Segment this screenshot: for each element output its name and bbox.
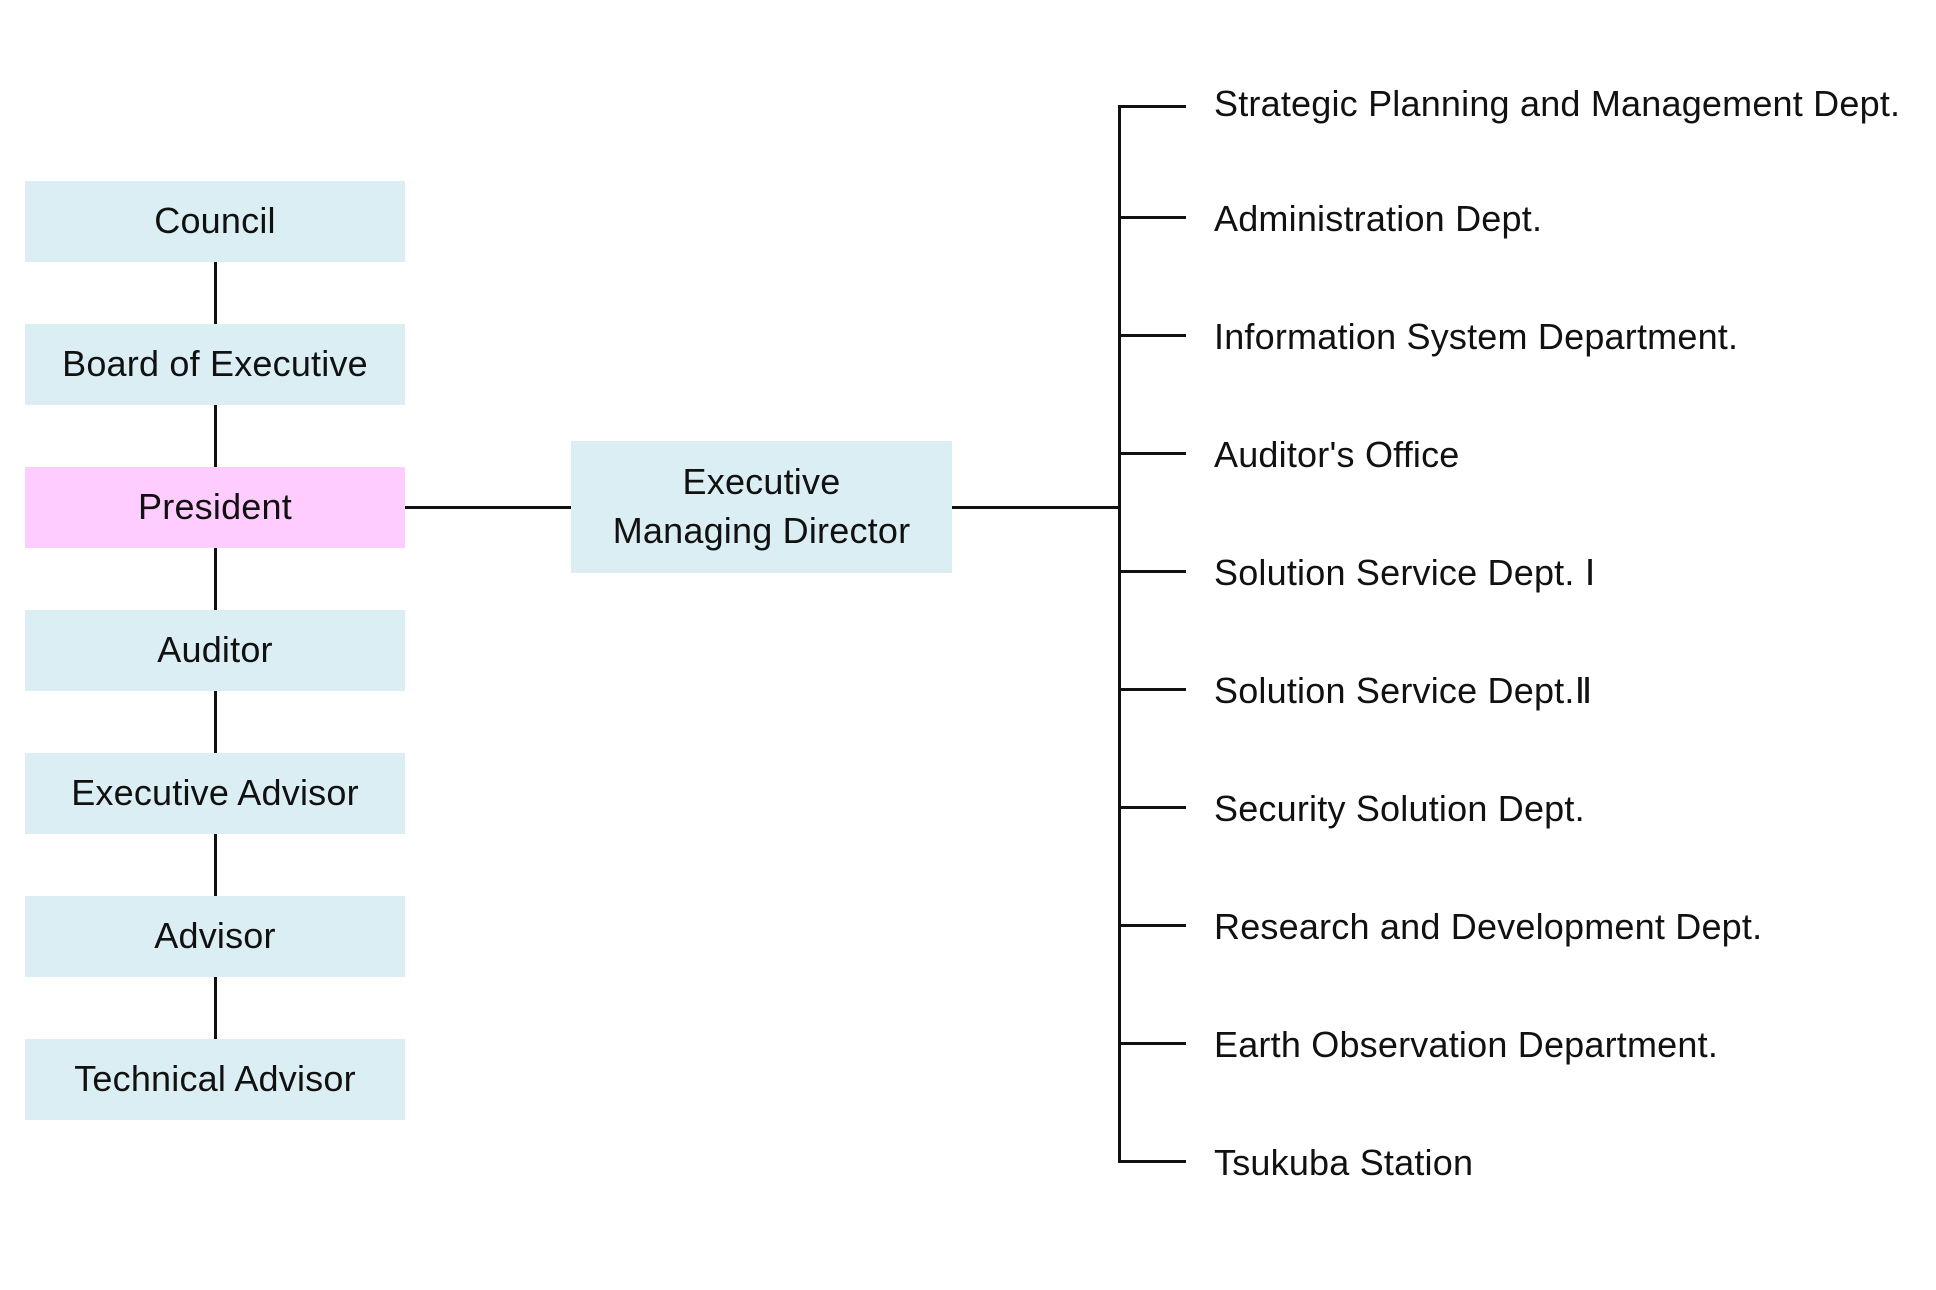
auditor-label: Auditor bbox=[157, 629, 273, 671]
department-strategic-planning: Strategic Planning and Management Dept. bbox=[1214, 83, 1901, 124]
technical-advisor-label: Technical Advisor bbox=[74, 1058, 356, 1100]
department-solution-service-2: Solution Service Dept.Ⅱ bbox=[1214, 670, 1593, 711]
branch-research-development bbox=[1118, 924, 1186, 927]
connector-board-president bbox=[214, 405, 217, 467]
branch-auditors-office bbox=[1118, 452, 1186, 455]
branch-strategic-planning bbox=[1118, 105, 1186, 108]
auditor-box: Auditor bbox=[25, 610, 405, 691]
department-tsukuba-station: Tsukuba Station bbox=[1214, 1142, 1474, 1183]
connector-auditor-executive-advisor bbox=[214, 691, 217, 753]
branch-tsukuba-station bbox=[1118, 1160, 1186, 1163]
technical-advisor-box: Technical Advisor bbox=[25, 1039, 405, 1120]
branch-earth-observation bbox=[1118, 1042, 1186, 1045]
board-of-executive-box: Board of Executive bbox=[25, 324, 405, 405]
president-label: President bbox=[138, 486, 292, 528]
branch-security-solution bbox=[1118, 806, 1186, 809]
executive-managing-director-label: Executive Managing Director bbox=[612, 461, 911, 551]
department-auditors-office: Auditor's Office bbox=[1214, 434, 1460, 475]
advisor-box: Advisor bbox=[25, 896, 405, 977]
connector-advisor-technical-advisor bbox=[214, 977, 217, 1039]
branch-information-system bbox=[1118, 334, 1186, 337]
department-information-system: Information System Department. bbox=[1214, 316, 1739, 357]
executive-advisor-label: Executive Advisor bbox=[71, 772, 359, 814]
board-of-executive-label: Board of Executive bbox=[62, 343, 368, 385]
department-research-development: Research and Development Dept. bbox=[1214, 906, 1763, 947]
branch-solution-service-1 bbox=[1118, 570, 1186, 573]
connector-executive-advisor-advisor bbox=[214, 834, 217, 896]
connector-council-board bbox=[214, 262, 217, 324]
department-administration: Administration Dept. bbox=[1214, 198, 1543, 239]
executive-advisor-box: Executive Advisor bbox=[25, 753, 405, 834]
department-solution-service-1: Solution Service Dept. Ⅰ bbox=[1214, 552, 1596, 593]
connector-president-emd bbox=[405, 506, 571, 509]
council-box: Council bbox=[25, 181, 405, 262]
department-trunk-line bbox=[1118, 105, 1121, 1161]
branch-solution-service-2 bbox=[1118, 688, 1186, 691]
branch-administration bbox=[1118, 216, 1186, 219]
department-security-solution: Security Solution Dept. bbox=[1214, 788, 1585, 829]
department-earth-observation: Earth Observation Department. bbox=[1214, 1024, 1719, 1065]
connector-emd-departments bbox=[952, 506, 1120, 509]
council-label: Council bbox=[154, 200, 276, 242]
connector-president-auditor bbox=[214, 548, 217, 610]
advisor-label: Advisor bbox=[154, 915, 276, 957]
president-box: President bbox=[25, 467, 405, 548]
executive-managing-director-box: Executive Managing Director bbox=[571, 441, 952, 573]
